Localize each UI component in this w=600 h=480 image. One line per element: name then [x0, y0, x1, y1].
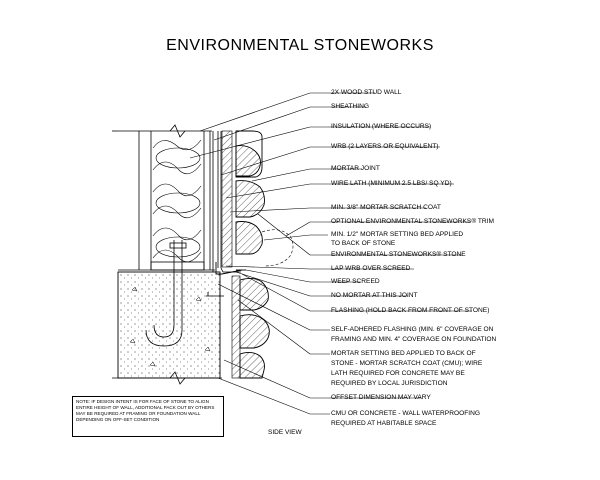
drawing-title: ENVIRONMENTAL STONEWORKS [166, 37, 434, 54]
label-scratch-coat: MIN. 3/8" MORTAR SCRATCH COAT [331, 204, 441, 211]
optional-trim [261, 229, 294, 267]
label-lap-wrb: LAP WRB OVER SCREED [331, 265, 411, 272]
concrete-aggregate [129, 286, 211, 367]
label-flashing: FLASHING (HOLD BACK FROM FRONT OF STONE) [331, 307, 490, 314]
label-wrb: WRB (2 LAYERS OR EQUIVALENT) [331, 143, 439, 150]
label-self-adhered-1: SELF-ADHERED FLASHING (MIN. 6" COVERAGE … [331, 326, 494, 333]
design-note: NOTE: IF DESIGN INTENT IS FOR FACE OF ST… [72, 396, 224, 437]
label-setting-bed-1: MIN. 1/2" MORTAR SETTING BED APPLIED [331, 231, 464, 238]
label-wire-lath: WIRE LATH (MINIMUM 2.5 LBS/ SQ YD) [331, 180, 452, 187]
label-offset: OFFSET DIMENSION MAY VARY [331, 394, 431, 401]
label-cmu-2: REQUIRED AT HABITABLE SPACE [331, 420, 437, 427]
weep-screed [215, 262, 246, 275]
label-optional-trim: OPTIONAL ENVIRONMENTAL STONEWORKS® TRIM [331, 218, 495, 225]
leader-lines [189, 92, 472, 415]
view-label: SIDE VIEW [268, 429, 302, 436]
flashing-arrow-marks [206, 292, 224, 297]
concrete-foundation [117, 271, 221, 379]
sheathing-wrb [212, 131, 241, 273]
lower-stones [239, 277, 270, 379]
scratch-coat [221, 130, 233, 268]
label-insulation: INSULATION (WHERE OCCURS) [331, 123, 432, 130]
label-stud-wall: 2X WOOD STUD WALL [331, 89, 402, 96]
label-mortar-joint: MORTAR JOINT [331, 165, 380, 172]
label-self-adhered-2: FRAMING AND MIN. 4" COVERAGE ON FOUNDATI… [331, 336, 497, 343]
label-setting-bed-cmu-3: LATH REQUIRED FOR CONCRETE MAY BE [331, 370, 465, 377]
label-setting-bed-cmu-2: STONE - MORTAR SCRATCH COAT (CMU); WIRE [331, 360, 483, 367]
label-sheathing: SHEATHING [331, 103, 369, 110]
stud-wall [118, 130, 215, 271]
label-setting-bed-2: TO BACK OF STONE [331, 240, 396, 247]
label-cmu-1: CMU OR CONCRETE - WALL WATERPROOFING [331, 410, 480, 417]
upper-stones [235, 130, 265, 255]
label-setting-bed-cmu-1: MORTAR SETTING BED APPLIED TO BACK OF [331, 350, 476, 357]
label-stone: ENVIRONMENTAL STONEWORKS® STONE [331, 251, 466, 258]
label-setting-bed-cmu-4: REQUIRED BY LOCAL JURISDICTION [331, 380, 448, 387]
label-weep-screed: WEEP SCREED [331, 278, 380, 285]
insulation-swirls [152, 139, 202, 263]
label-no-mortar: NO MORTAR AT THIS JOINT [331, 292, 418, 299]
